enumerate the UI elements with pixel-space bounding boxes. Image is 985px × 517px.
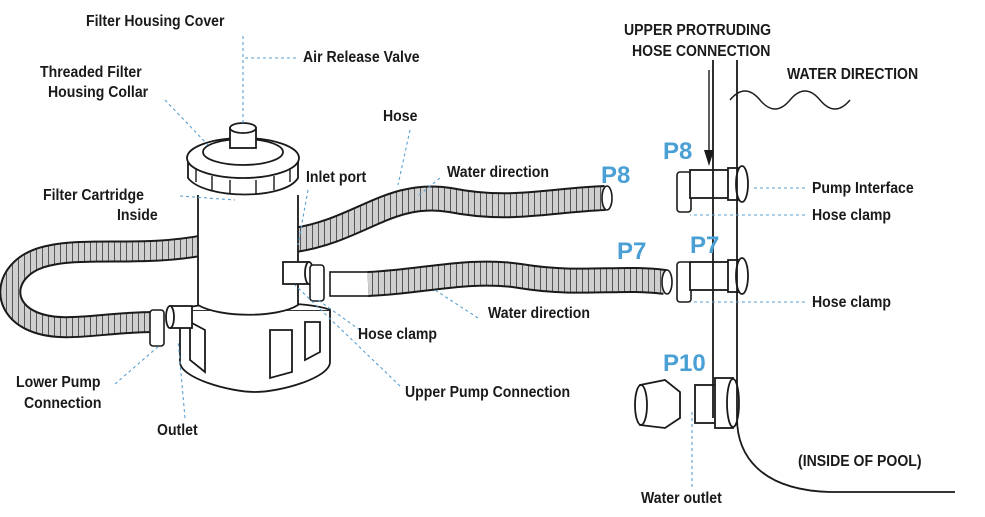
- label-inlet-port: Inlet port: [306, 169, 367, 186]
- label-water-outlet: Water outlet: [641, 490, 722, 507]
- pool-wall-fittings: [634, 165, 749, 429]
- left-long-hose: [0, 234, 208, 339]
- label-upper-protruding-line2: HOSE CONNECTION: [632, 43, 771, 60]
- part-label-p7-wall: P7: [690, 232, 720, 259]
- part-label-p8-hose: P8: [601, 162, 631, 189]
- label-outlet: Outlet: [157, 422, 198, 439]
- upper-hose-p8: [292, 185, 613, 253]
- lower-hose-p7: [329, 260, 673, 297]
- label-upper-protruding-line1: UPPER PROTRUDING: [624, 22, 772, 39]
- label-pump-interface: Pump Interface: [812, 180, 914, 197]
- part-label-p10: P10: [663, 350, 706, 377]
- label-hose-clamp-p7: Hose clamp: [812, 294, 892, 311]
- label-hose-clamp-left: Hose clamp: [358, 326, 438, 343]
- part-label-p8-wall: P8: [663, 138, 693, 165]
- pool-wall: [712, 60, 955, 493]
- label-hose: Hose: [383, 108, 418, 125]
- label-water-direction-upper: Water direction: [447, 164, 549, 181]
- label-threaded-collar-line1: Threaded Filter: [40, 64, 142, 81]
- label-filter-cartridge-line1: Filter Cartridge: [43, 187, 144, 204]
- label-hose-clamp-p8: Hose clamp: [812, 207, 892, 224]
- filter-pump-housing: [165, 122, 331, 393]
- label-threaded-collar-line2: Housing Collar: [48, 84, 149, 101]
- flow-arrow: [704, 70, 714, 166]
- label-water-direction-lower: Water direction: [488, 305, 590, 322]
- label-lower-pump-line2: Connection: [24, 395, 102, 412]
- label-air-release-valve: Air Release Valve: [303, 49, 420, 66]
- label-filter-cartridge-line2: Inside: [117, 207, 158, 224]
- label-upper-pump-connection: Upper Pump Connection: [405, 384, 571, 401]
- hose-clamps: [149, 171, 692, 347]
- part-label-p7-hose: P7: [617, 238, 647, 265]
- label-filter-housing-cover: Filter Housing Cover: [86, 13, 225, 30]
- label-lower-pump-line1: Lower Pump: [16, 374, 101, 391]
- label-inside-of-pool: (INSIDE OF POOL): [798, 453, 922, 470]
- leader-lines: [114, 36, 805, 487]
- label-water-direction-caps: WATER DIRECTION: [787, 66, 919, 83]
